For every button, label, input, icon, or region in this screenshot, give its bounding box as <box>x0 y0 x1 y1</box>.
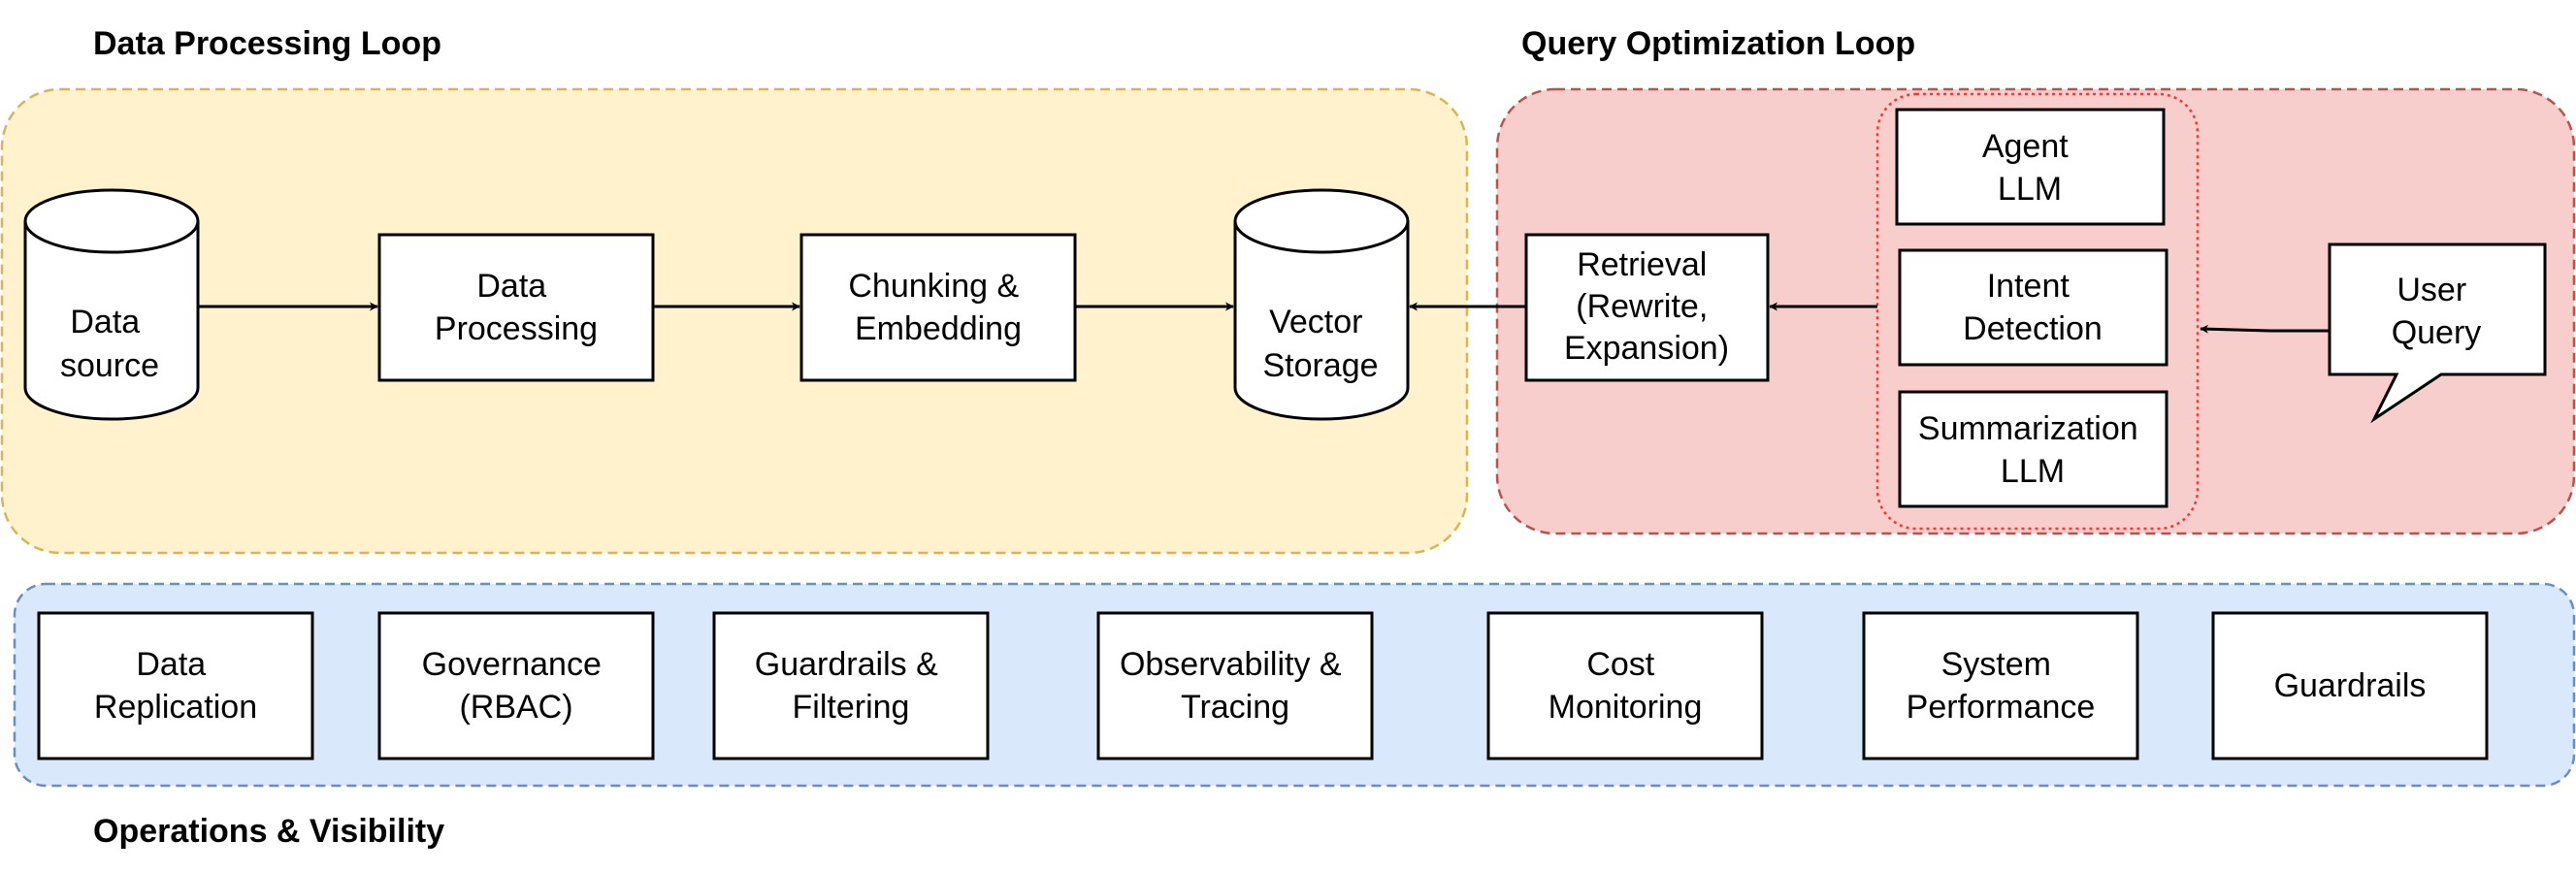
user-query-node: User Query <box>2328 242 2547 424</box>
svg-text:Observability & Tracing: Observability & Tracing <box>1120 646 1351 726</box>
svg-text:Agent LLM: Agent LLM <box>1982 128 2077 208</box>
data-processing-node: Data Processing <box>377 233 655 382</box>
intent-detection-node: Intent Detection <box>1898 248 2168 367</box>
data-source-label-line2: source <box>60 347 159 384</box>
intent-detection-label-line2: Detection <box>1963 310 2103 347</box>
svg-text:Intent Detection: Intent Detection <box>1963 268 2103 347</box>
user-query-label-line2: Query <box>2392 314 2482 351</box>
svg-text:Retrieval (Rewrite,: Retrieval (Rewrite, Expansion) <box>1564 246 1729 367</box>
data-processing-loop-title: Data Processing Loop <box>93 25 441 62</box>
svg-text:Data source: Data source <box>60 304 159 384</box>
user-query-label-line1: User <box>2397 272 2466 308</box>
ops-item-guardrails-line1: Guardrails <box>2274 667 2427 704</box>
svg-text:Guardrails & Filtering: Guardrails & Filtering <box>755 646 947 726</box>
ops-item-system-performance: System Performance <box>1862 611 2139 760</box>
svg-text:Summarization LLM: Summarization LLM <box>1918 410 2147 490</box>
agent-llm-node: Agent LLM <box>1895 108 2166 226</box>
retrieval-node: Retrieval (Rewrite, Expansion) <box>1524 233 1770 382</box>
svg-text:User Query: User Query <box>2392 272 2482 351</box>
ops-item-guardrails-filtering: Guardrails & Filtering <box>712 611 990 760</box>
edge-user-query-to-agent-group <box>2200 324 2330 334</box>
svg-text:Cost Monitoring: Cost Monitoring <box>1549 646 1703 726</box>
ops-item-cost-monitoring-line1: Cost <box>1586 646 1654 683</box>
data-processing-label-line2: Processing <box>435 310 598 347</box>
svg-text:Vector Storage: Vector Storage <box>1262 304 1378 384</box>
summarization-llm-label-line1: Summarization <box>1918 410 2138 447</box>
intent-detection-label-line1: Intent <box>1987 268 2071 305</box>
ops-item-data-replication-line2: Replication <box>94 689 257 726</box>
ops-item-guardrails-filtering-line2: Filtering <box>793 689 910 726</box>
ops-item-data-replication: Data Replication <box>37 611 314 760</box>
query-optimization-loop-title: Query Optimization Loop <box>1521 25 1915 62</box>
svg-text:Data Replication: Data Replication <box>94 646 257 726</box>
vector-storage-label-line2: Storage <box>1262 347 1378 384</box>
data-processing-label-line1: Data <box>476 268 546 305</box>
retrieval-label-line2: (Rewrite, <box>1576 288 1708 325</box>
data-source-node: Data source <box>23 188 200 421</box>
svg-text:Guardrails: Guardrails <box>2274 667 2427 704</box>
ops-item-cost-monitoring-line2: Monitoring <box>1549 689 1703 726</box>
chunking-embedding-node: Chunking & Embedding <box>799 233 1077 382</box>
ops-item-system-performance-line1: System <box>1941 646 2051 683</box>
ops-item-governance-line2: (RBAC) <box>459 689 572 726</box>
data-processing-loop-group <box>0 87 1469 555</box>
vector-storage-node: Vector Storage <box>1233 188 1410 421</box>
svg-text:Chunking & Embedding: Chunking & Embedding <box>848 268 1027 347</box>
chunking-label-line2: Embedding <box>855 310 1022 347</box>
ops-item-governance-line1: Governance <box>422 646 602 683</box>
ops-item-guardrails-filtering-line1: Guardrails & <box>755 646 938 683</box>
ops-item-system-performance-line2: Performance <box>1907 689 2096 726</box>
ops-item-guardrails: Guardrails <box>2211 611 2489 760</box>
vector-storage-label-line1: Vector <box>1269 304 1362 340</box>
retrieval-label-line3: Expansion) <box>1564 330 1729 367</box>
agent-llm-label-line2: LLM <box>1998 171 2062 208</box>
llm-agent-group <box>1875 92 2200 531</box>
retrieval-label-line1: Retrieval <box>1577 246 1707 283</box>
data-source-label-line1: Data <box>70 304 140 340</box>
svg-text:Data Processing: Data Processing <box>435 268 598 347</box>
summarization-llm-label-line2: LLM <box>2001 453 2065 490</box>
ops-item-governance: Governance (RBAC) <box>377 611 655 760</box>
ops-item-observability-tracing-line1: Observability & <box>1120 646 1342 683</box>
agent-llm-label-line1: Agent <box>1982 128 2069 165</box>
svg-text:System Performance: System Performance <box>1907 646 2096 726</box>
svg-text:Governance (RBAC): Governance (RBAC) <box>422 646 611 726</box>
ops-item-cost-monitoring: Cost Monitoring <box>1486 611 1764 760</box>
operations-visibility-title: Operations & Visibility <box>93 813 444 850</box>
ops-item-data-replication-line1: Data <box>136 646 206 683</box>
ops-item-observability-tracing: Observability & Tracing <box>1096 611 1374 760</box>
ops-item-observability-tracing-line2: Tracing <box>1181 689 1289 726</box>
summarization-llm-node: Summarization LLM <box>1898 390 2168 508</box>
chunking-label-line1: Chunking & <box>848 268 1019 305</box>
